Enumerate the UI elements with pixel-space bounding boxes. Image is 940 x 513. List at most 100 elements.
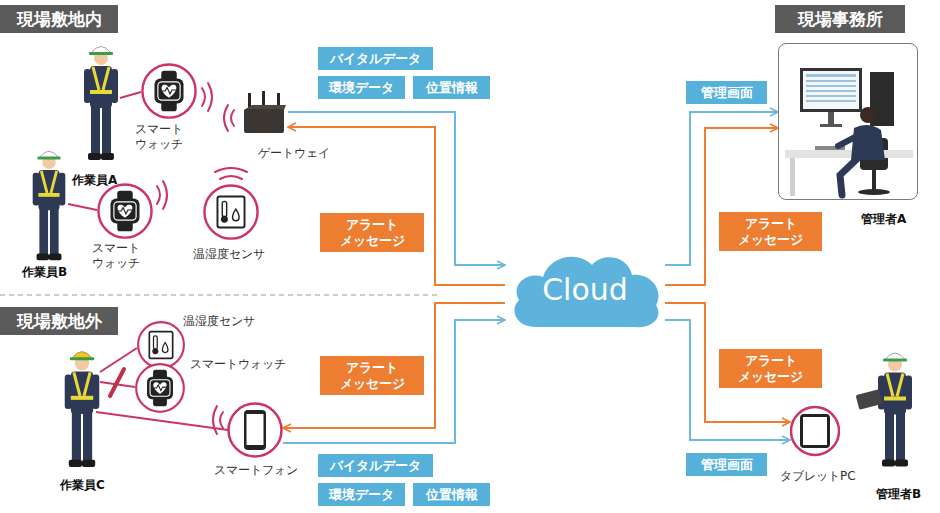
office-illustration: [785, 68, 913, 196]
smartwatch-icon: [161, 88, 176, 94]
area-tag: 現場敷地外: [0, 307, 118, 335]
tag-text: バイタルデータ: [330, 51, 421, 67]
smartphone-icon: [244, 410, 266, 450]
wireless-wave: [163, 181, 167, 209]
smartwatch-icon: [150, 380, 170, 396]
cloud-text-box: Cloud: [505, 243, 665, 335]
operator-leg: [840, 158, 858, 195]
chair-post: [872, 170, 876, 190]
device-label-text: 温湿度センサ: [193, 247, 265, 262]
tag-text: アラート メッセージ: [723, 216, 818, 248]
wireless-wave: [213, 406, 217, 434]
area-tag: 現場事務所: [775, 5, 905, 33]
data-tag: 位置情報: [413, 483, 490, 506]
smartwatch-icon: [118, 205, 133, 218]
smartwatch-icon: [98, 184, 151, 237]
data-flow-connector: [665, 128, 778, 285]
device-node: スマート ウォッチ: [96, 182, 154, 240]
sensor-icon: [202, 183, 260, 241]
wireless-wave: [208, 83, 212, 111]
smartwatch-icon: [136, 364, 184, 412]
tablet-icon: [791, 407, 839, 455]
hand-tablet: [856, 389, 883, 410]
operator-arm: [838, 136, 857, 146]
screen-row: [806, 80, 856, 82]
smartwatch-icon: [153, 370, 167, 406]
sensor-icon: [233, 209, 240, 221]
cloud-node: Cloud: [505, 243, 665, 335]
smartwatch-icon: [134, 362, 186, 414]
device-node: スマート ウォッチ: [140, 62, 198, 120]
device-label: タブレットPC: [780, 469, 856, 484]
smartwatch-icon: [140, 62, 198, 120]
smartwatch-icon: [155, 78, 184, 103]
data-tag: 管理画面: [686, 81, 767, 104]
smartphone-icon: [227, 402, 283, 458]
cloud-text: Cloud: [542, 272, 628, 307]
data-tag: アラート メッセージ: [719, 212, 822, 251]
worker-figure: [65, 352, 100, 467]
smartwatch-icon: [162, 85, 177, 98]
area-divider: [0, 294, 440, 295]
tag-text: 現場敷地外: [17, 311, 102, 331]
sensor-icon: [136, 320, 186, 370]
smartwatch-icon: [117, 191, 132, 232]
data-tag: アラート メッセージ: [320, 213, 424, 252]
tag-text: アラート メッセージ: [324, 360, 420, 392]
device-label-text: ゲートウェイ: [258, 146, 330, 161]
sensor-icon: [154, 336, 158, 349]
device-label: 管理者A: [861, 212, 906, 227]
worker-figure: [84, 47, 118, 161]
worker-figure: [33, 151, 66, 260]
data-tag: アラート メッセージ: [719, 349, 822, 388]
sensor-icon: [221, 216, 228, 223]
sensor-icon: [138, 322, 184, 368]
tag-text: 現場敷地内: [17, 9, 102, 29]
smartwatch-icon: [111, 198, 140, 223]
sensor-icon: [152, 348, 158, 354]
wireless-wave: [231, 110, 234, 126]
tag-text: 管理画面: [701, 85, 753, 101]
gateway-icon: [244, 109, 284, 133]
device-node: スマートウォッチ: [134, 362, 186, 414]
office-frame: 管理者A: [778, 43, 918, 200]
wireless-wave: [220, 412, 223, 428]
screen-row: [806, 85, 856, 87]
device-label: スマート ウォッチ: [92, 241, 146, 271]
smartwatch-icon: [158, 82, 180, 100]
chair-base: [858, 189, 890, 195]
screen-row: [806, 74, 856, 77]
tag-text: 位置情報: [426, 487, 478, 503]
desk-leg: [790, 158, 795, 196]
manager-figure: [878, 353, 912, 467]
person-label: 作業員A: [72, 172, 117, 189]
wireless-wave: [157, 186, 160, 204]
smartwatch-icon: [161, 71, 176, 112]
tag-text: バイタルデータ: [330, 458, 421, 474]
data-tag: 環境データ: [318, 483, 405, 506]
tag-text: 位置情報: [426, 80, 478, 96]
device-node: タブレットPC: [790, 405, 840, 457]
data-tag: 位置情報: [413, 76, 490, 99]
person-label: 作業員B: [22, 264, 67, 281]
smartwatch-icon: [142, 64, 195, 117]
smartphone-icon: [229, 404, 282, 457]
device-label-text: スマート ウォッチ: [92, 241, 146, 271]
wireless-wave: [202, 88, 205, 106]
device-node: 温湿度センサ: [136, 320, 186, 370]
screen-row: [806, 90, 856, 92]
data-flow-connector: [283, 320, 505, 443]
smartwatch-icon: [96, 182, 154, 240]
wireless-wave: [220, 176, 242, 179]
leader-line: [96, 412, 228, 430]
data-tag: バイタルデータ: [318, 47, 433, 70]
sensor-icon: [162, 343, 168, 353]
operator-body: [851, 125, 885, 160]
area-tag: 現場敷地内: [0, 5, 118, 33]
monitor: [800, 68, 862, 112]
person-label: 作業員C: [60, 477, 105, 494]
tablet-icon: [800, 414, 830, 448]
wireless-wave: [224, 105, 228, 131]
tag-text: 環境データ: [329, 487, 394, 503]
